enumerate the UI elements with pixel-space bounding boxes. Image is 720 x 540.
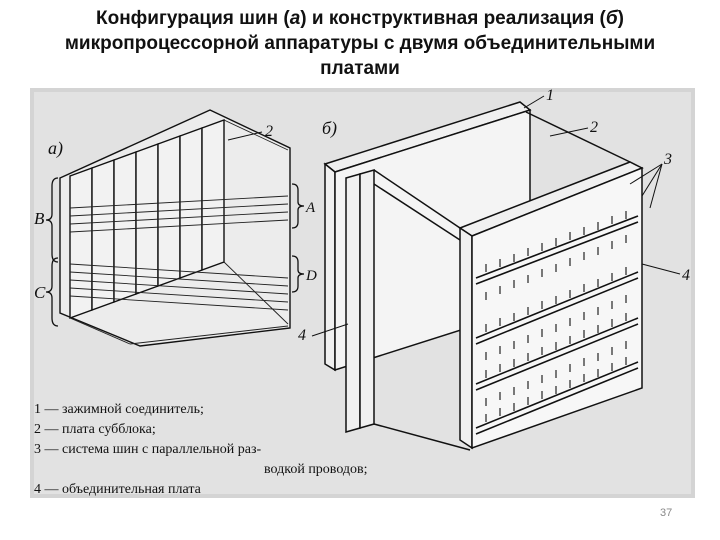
figure-a-brackets	[45, 177, 305, 327]
figure-b-label: б)	[322, 118, 337, 139]
title-text-2: ) и конструктивная реализация (	[300, 8, 606, 29]
legend-item-3-continued: водкой проводов;	[264, 462, 368, 477]
legend-item-1: 1 — зажимной соединитель;	[34, 402, 204, 417]
title-letter-b: б	[605, 8, 618, 29]
slide-title: Конфигурация шин (а) и конструктивная ре…	[40, 6, 680, 81]
callout-1: 1	[546, 88, 554, 104]
bus-label-b: B	[34, 209, 45, 228]
title-line-3: платами	[320, 58, 400, 79]
figure-b-cabinet	[323, 101, 644, 451]
title-text-3: )	[617, 8, 624, 29]
bus-label-d: D	[305, 268, 317, 284]
bus-label-a: A	[305, 200, 316, 216]
figure-a-bus-lines	[69, 119, 289, 345]
callout-2-b: 2	[590, 119, 598, 136]
title-letter-a: а	[289, 8, 301, 29]
callout-2-a: 2	[265, 123, 273, 140]
scanned-figure: а) B C A D 2 б)	[30, 88, 695, 498]
callout-4-left: 4	[298, 327, 306, 344]
figure-legend: 1 — зажимной соединитель; 2 — плата субб…	[34, 400, 368, 500]
legend-item-4: 4 — объединительная плата	[34, 482, 201, 497]
figure-b-bus-rows	[475, 215, 639, 435]
title-line-2: микропроцессорной аппаратуры с двумя объ…	[64, 33, 656, 54]
legend-item-3: 3 — система шин с параллельной раз-	[34, 442, 262, 457]
figure-b-connectors	[485, 211, 627, 422]
figure-a-label: а)	[48, 138, 63, 159]
title-text-1: Конфигурация шин (	[96, 8, 290, 29]
figure-b-leader-lines	[311, 95, 681, 337]
legend-item-2: 2 — плата субблока;	[34, 422, 156, 437]
figure-a-board-stack	[59, 109, 291, 347]
bus-label-c: C	[34, 283, 46, 302]
page-number: 37	[660, 507, 673, 519]
callout-3: 3	[663, 151, 672, 168]
callout-4-right: 4	[682, 267, 690, 284]
